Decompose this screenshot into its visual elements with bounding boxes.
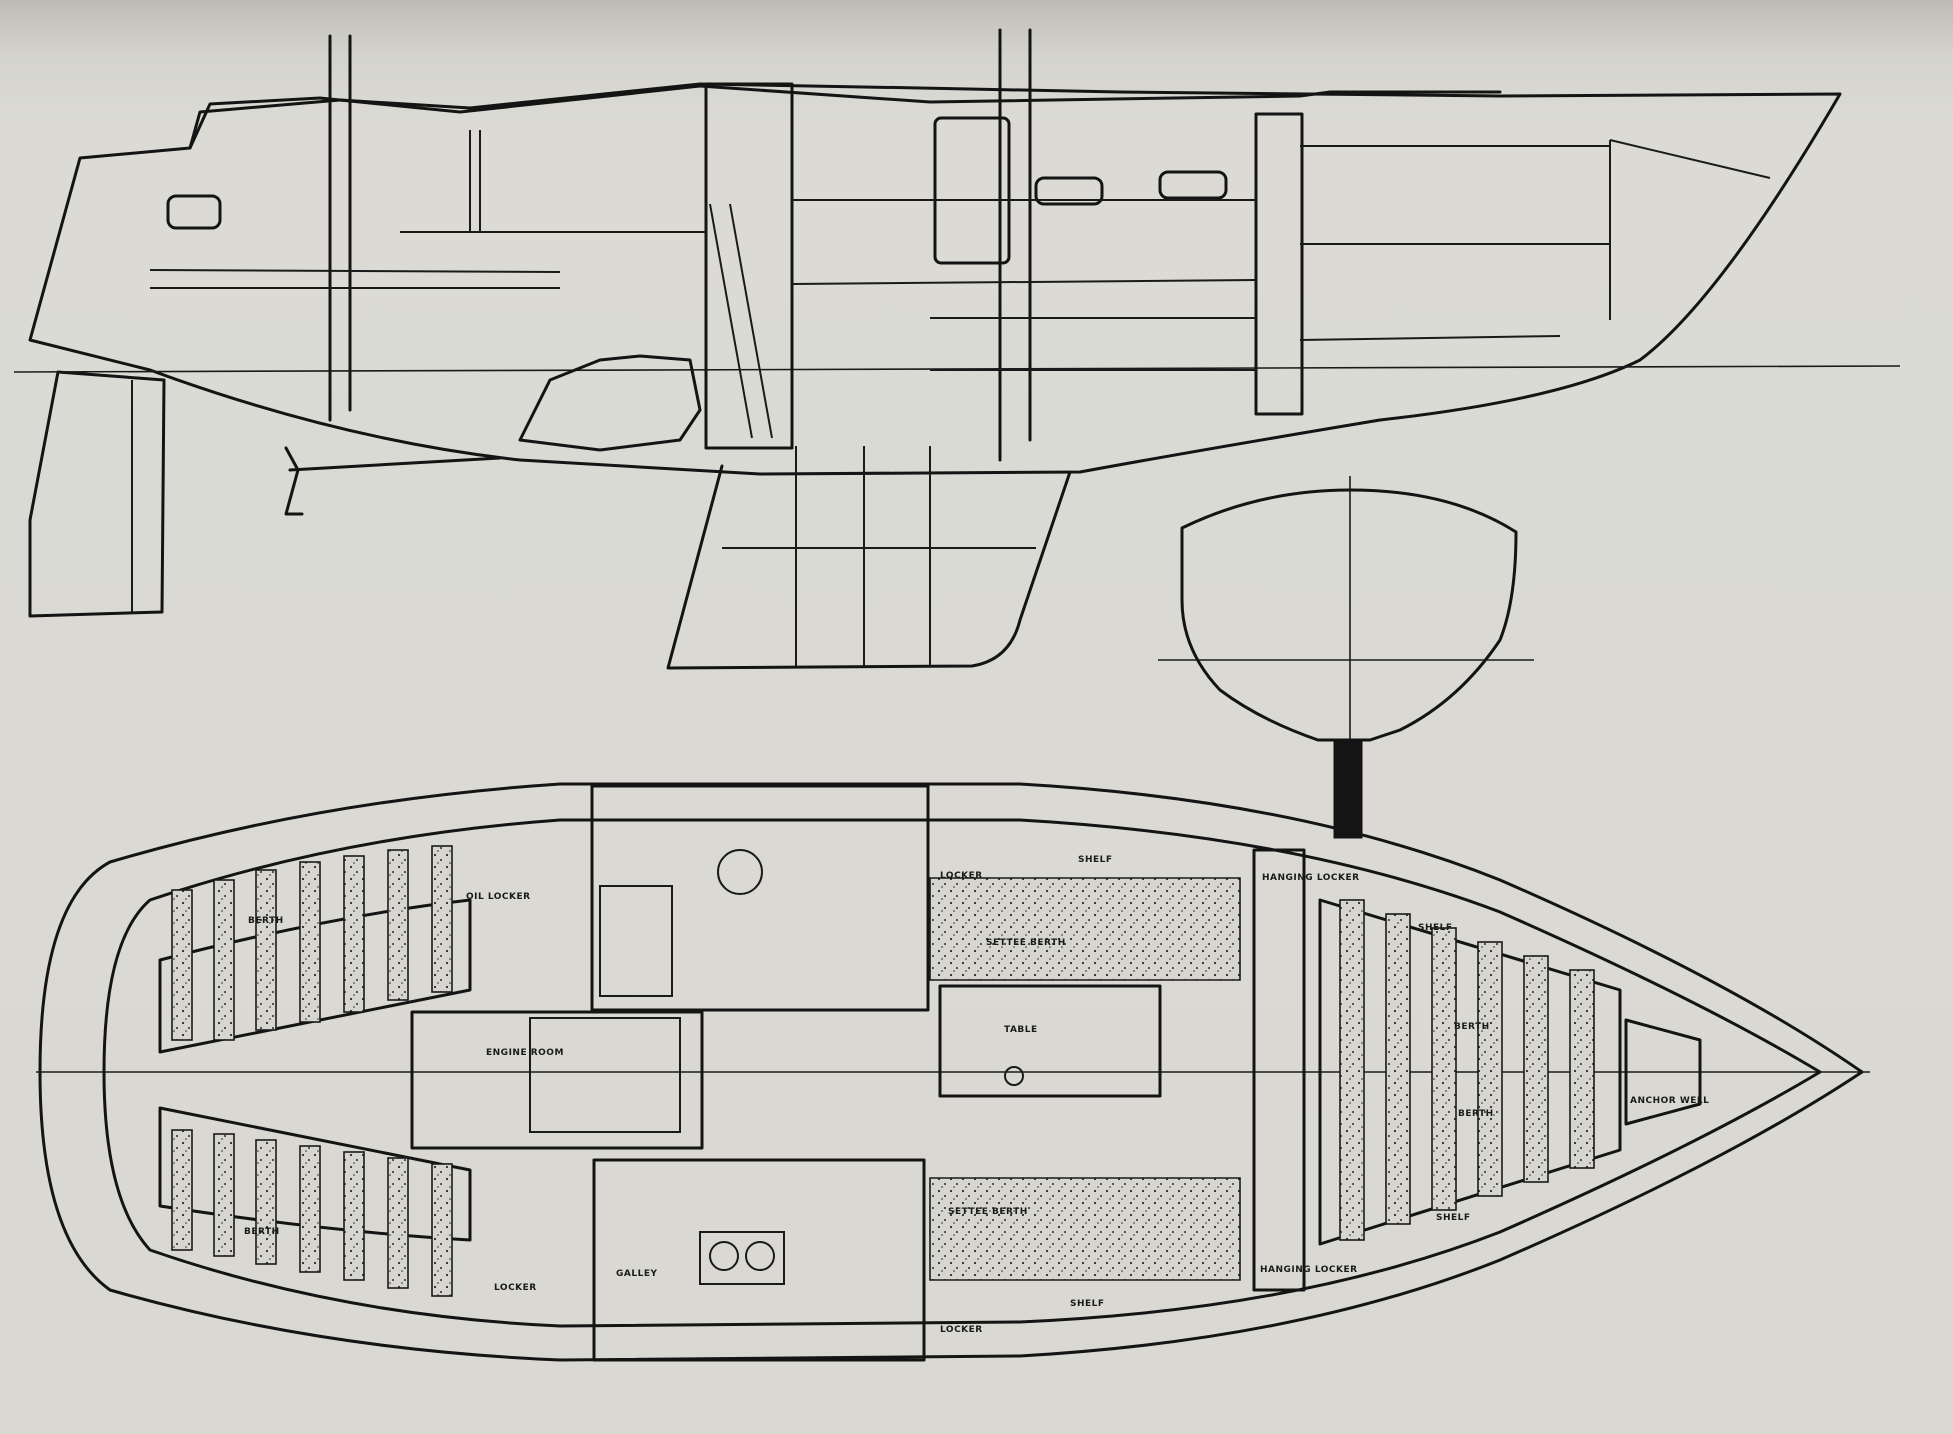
section-hull-outline	[1180, 488, 1518, 742]
label-hanging-locker-bottom: HANGING LOCKER	[1260, 1265, 1358, 1275]
stove	[699, 1231, 785, 1285]
heads	[590, 784, 930, 1012]
stripe	[1477, 941, 1503, 1197]
stripe	[299, 861, 321, 1023]
settee-berth-stbd	[929, 1177, 1241, 1281]
settee-berth-port	[929, 877, 1241, 981]
interior-line	[1609, 139, 1771, 179]
label-hanging-locker-top: HANGING LOCKER	[1262, 873, 1360, 883]
engine-box	[529, 1017, 681, 1133]
label-locker-top: LOCKER	[940, 871, 983, 881]
stripe	[387, 1157, 409, 1289]
engine	[518, 354, 702, 452]
companionway	[704, 82, 794, 450]
interior-line	[1299, 335, 1561, 341]
label-locker-aft-bottom: LOCKER	[494, 1283, 537, 1293]
keel	[666, 464, 1072, 670]
plan-deck-outline	[38, 782, 1864, 1362]
berth-aft-port	[158, 898, 472, 1054]
stove-burner	[745, 1241, 775, 1271]
label-shelf-bottom: SHELF	[1070, 1299, 1105, 1309]
stripe	[255, 869, 277, 1031]
propeller	[284, 446, 304, 516]
main-bulkhead	[1252, 848, 1306, 1292]
stripe	[387, 849, 409, 1001]
label-engine-room: ENGINE ROOM	[486, 1048, 564, 1058]
stripe	[1385, 913, 1411, 1225]
stripe	[343, 1151, 365, 1281]
propeller-shaft	[288, 456, 502, 472]
label-shelf-fwd-bottom: SHELF	[1436, 1213, 1471, 1223]
label-settee-berth-top: SETTEE BERTH	[986, 938, 1066, 948]
stripe	[171, 1129, 193, 1251]
stripe	[1339, 899, 1365, 1241]
stripe	[1431, 927, 1457, 1211]
berth-aft-stbd	[158, 1106, 472, 1242]
label-galley: GALLEY	[616, 1269, 658, 1279]
profile-view	[13, 28, 1901, 670]
bulkhead	[1254, 112, 1304, 416]
galley-area	[592, 1158, 926, 1362]
label-settee-berth-bottom: SETTEE BERTH	[948, 1207, 1028, 1217]
stripe	[431, 1163, 453, 1297]
label-berth-aft-port: BERTH	[248, 916, 284, 926]
saloon-table	[938, 984, 1162, 1098]
stripe	[255, 1139, 277, 1265]
porthole	[1158, 170, 1228, 200]
profile-hull-outline	[28, 82, 1842, 476]
label-berth-fwd-1: BERTH	[1454, 1022, 1490, 1032]
engine-room	[410, 1010, 704, 1150]
rudder	[28, 370, 166, 618]
stripe	[213, 1133, 235, 1257]
section-keel-ballast	[1333, 739, 1363, 839]
label-shelf-top: SHELF	[1078, 855, 1113, 865]
label-berth-fwd-2: BERTH	[1458, 1109, 1494, 1119]
companion-ladder	[709, 203, 753, 439]
midship-section-view	[1158, 476, 1534, 839]
companion-ladder	[729, 203, 773, 439]
anchor-well	[1624, 1018, 1702, 1126]
table-post	[1004, 1066, 1024, 1086]
label-oil-locker: OIL LOCKER	[466, 892, 531, 902]
porthole	[1034, 176, 1104, 206]
interior-line	[791, 279, 1257, 285]
stripe	[1569, 969, 1595, 1169]
label-anchor-well: ANCHOR WELL	[1630, 1096, 1709, 1106]
porthole	[166, 194, 222, 230]
stove-burner	[709, 1241, 739, 1271]
accommodation-plan-view	[36, 782, 1870, 1362]
stripe	[1523, 955, 1549, 1183]
basin	[599, 885, 673, 997]
stripe	[213, 879, 235, 1041]
cabin-top	[188, 84, 1502, 150]
interior-line	[149, 269, 561, 273]
hatch	[933, 116, 1011, 265]
label-berth-aft-stbd: BERTH	[244, 1227, 280, 1237]
label-locker-bottom: LOCKER	[940, 1325, 983, 1335]
fwd-cabin	[1318, 898, 1622, 1246]
toilet	[717, 849, 763, 895]
stripe	[171, 889, 193, 1041]
plan-hull-inner	[102, 818, 1822, 1328]
plan-labels: BERTH BERTH OIL LOCKER ENGINE ROOM LOCKE…	[244, 855, 1709, 1335]
label-table: TABLE	[1004, 1025, 1038, 1035]
label-shelf-fwd-top: SHELF	[1418, 923, 1453, 933]
stripe	[299, 1145, 321, 1273]
stripe	[431, 845, 453, 993]
stripe	[343, 855, 365, 1013]
